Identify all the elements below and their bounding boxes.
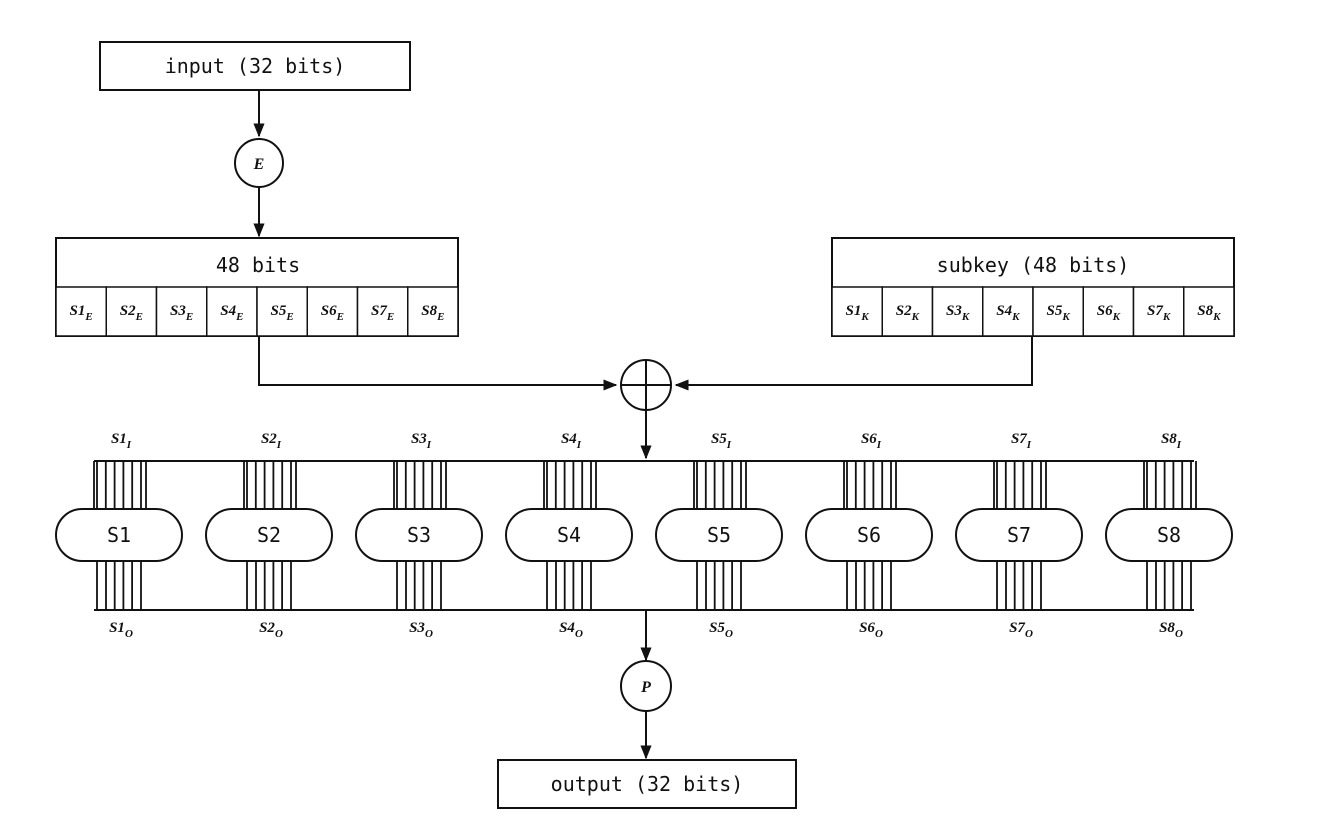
subkey-block-segment-4: S4K: [982, 286, 1034, 337]
expanded-block-segment-label-5: S5E: [271, 303, 294, 323]
sbox-3-output-label: S3O: [409, 620, 433, 640]
expanded-to-xor-wire: [258, 336, 618, 391]
subkey-block-segment-label-8: S8K: [1197, 303, 1221, 323]
expanded-block-segment-2: S2E: [105, 286, 158, 337]
expanded-block-segment-label-1: S1E: [70, 303, 93, 323]
subkey-block-segment-7: S7K: [1132, 286, 1185, 337]
sbox-6-capsule: [805, 508, 933, 562]
sbox-8-input-label: S8I: [1161, 431, 1182, 451]
subkey-block-segment-label-4: S4K: [996, 303, 1020, 323]
subkey-block-segment-label-3: S3K: [946, 303, 970, 323]
subkey-48-bit-block: subkey (48 bits) S1K S2K S3K S4K S5K S6K S7K S8…: [831, 237, 1235, 337]
subkey-block-segment-6: S6K: [1082, 286, 1135, 337]
expanded-block-segment-label-6: S6E: [321, 303, 344, 323]
subkey-block-segment-label-7: S7K: [1147, 303, 1171, 323]
subkey-block-label: subkey (48 bits): [937, 253, 1130, 277]
sbox-8-capsule: [1105, 508, 1233, 562]
output-box: output (32 bits): [497, 759, 797, 809]
sbox-2-label: S2: [257, 523, 281, 547]
sbox-7-label: S7: [1007, 523, 1031, 547]
sbox-1-input-label: S1I: [111, 431, 132, 451]
sbox-5: S5 S5I S5O: [655, 431, 783, 640]
expanded-block-segment-6: S6E: [306, 286, 359, 337]
sbox-1: S1 S1I S1O: [55, 431, 183, 640]
sbox-5-input-label: S5I: [711, 431, 732, 451]
expanded-block-segment-5: S5E: [256, 286, 308, 337]
expanded-block-segment-3: S3E: [155, 286, 208, 337]
sbox-4-output-label: S4O: [559, 620, 583, 640]
sbox-1-output-label: S1O: [109, 620, 133, 640]
sbox-6: S6 S6I S6O: [805, 431, 933, 640]
sbox-8: S8 S8I S8O: [1105, 431, 1233, 640]
expanded-block-label: 48 bits: [216, 253, 300, 277]
expanded-block-segment-label-3: S3E: [170, 303, 193, 323]
subkey-block-segment-1: S1K: [831, 286, 883, 337]
subkey-block-segment-2: S2K: [881, 286, 934, 337]
expanded-block-segment-label-7: S7E: [371, 303, 394, 323]
sbox-6-output-label: S6O: [859, 620, 883, 640]
sbox-1-label: S1: [107, 523, 131, 547]
expanded-block-segment-label-2: S2E: [120, 303, 143, 323]
expansion-label: E: [253, 156, 265, 173]
subkey-block-segment-5: S5K: [1032, 286, 1084, 337]
sbox-5-label: S5: [707, 523, 731, 547]
sbox-4: S4 S4I S4O: [505, 431, 633, 640]
subkey-to-xor-wire: [674, 336, 1033, 391]
expanded-block-segment-8: S8E: [407, 286, 459, 337]
expanded-block-segment-label-8: S8E: [421, 303, 444, 323]
subkey-block-segment-label-1: S1K: [846, 303, 870, 323]
sbox-3: S3 S3I S3O: [355, 431, 483, 640]
sbox-7-output-label: S7O: [1009, 620, 1033, 640]
sbox-5-output-label: S5O: [709, 620, 733, 640]
sbox-1-capsule: [55, 508, 183, 562]
sbox-4-input-label: S4I: [561, 431, 582, 451]
subkey-block-segment-label-6: S6K: [1097, 303, 1121, 323]
xor-node: [620, 359, 672, 411]
sbox-2: S2 S2I S2O: [205, 431, 333, 640]
output-label: output (32 bits): [551, 772, 744, 796]
sbox-8-output-label: S8O: [1159, 620, 1183, 640]
input-box: input (32 bits): [99, 41, 411, 91]
subkey-block-segment-label-2: S2K: [896, 303, 920, 323]
sbox-2-input-label: S2I: [261, 431, 282, 451]
input-label: input (32 bits): [165, 54, 346, 78]
sbox-7-input-label: S7I: [1011, 431, 1032, 451]
sbox-4-label: S4: [557, 523, 581, 547]
expanded-block-segment-label-4: S4E: [220, 303, 243, 323]
permutation-node: P: [620, 660, 672, 712]
sbox-6-label: S6: [857, 523, 881, 547]
sbox-6-input-label: S6I: [861, 431, 882, 451]
sbox-8-label: S8: [1157, 523, 1181, 547]
sbox-3-input-label: S3I: [411, 431, 432, 451]
sbox-2-output-label: S2O: [259, 620, 283, 640]
sbox-3-label: S3: [407, 523, 431, 547]
sbox-2-capsule: [205, 508, 333, 562]
expanded-block-segment-4: S4E: [206, 286, 258, 337]
expanded-block-segment-7: S7E: [356, 286, 409, 337]
subkey-block-segment-3: S3K: [931, 286, 984, 337]
expansion-node: E: [234, 138, 284, 188]
subkey-block-segment-8: S8K: [1183, 286, 1235, 337]
sbox-7: S7 S7I S7O: [955, 431, 1083, 640]
expanded-48-bit-block: 48 bits S1E S2E S3E S4E S5E S6E S7E S8E: [55, 237, 459, 337]
sbox-3-capsule: [355, 508, 483, 562]
subkey-block-segment-label-5: S5K: [1047, 303, 1071, 323]
sbox-4-capsule: [505, 508, 633, 562]
sbox-7-capsule: [955, 508, 1083, 562]
permutation-label: P: [640, 679, 651, 696]
sbox-5-capsule: [655, 508, 783, 562]
expanded-block-segment-1: S1E: [55, 286, 107, 337]
